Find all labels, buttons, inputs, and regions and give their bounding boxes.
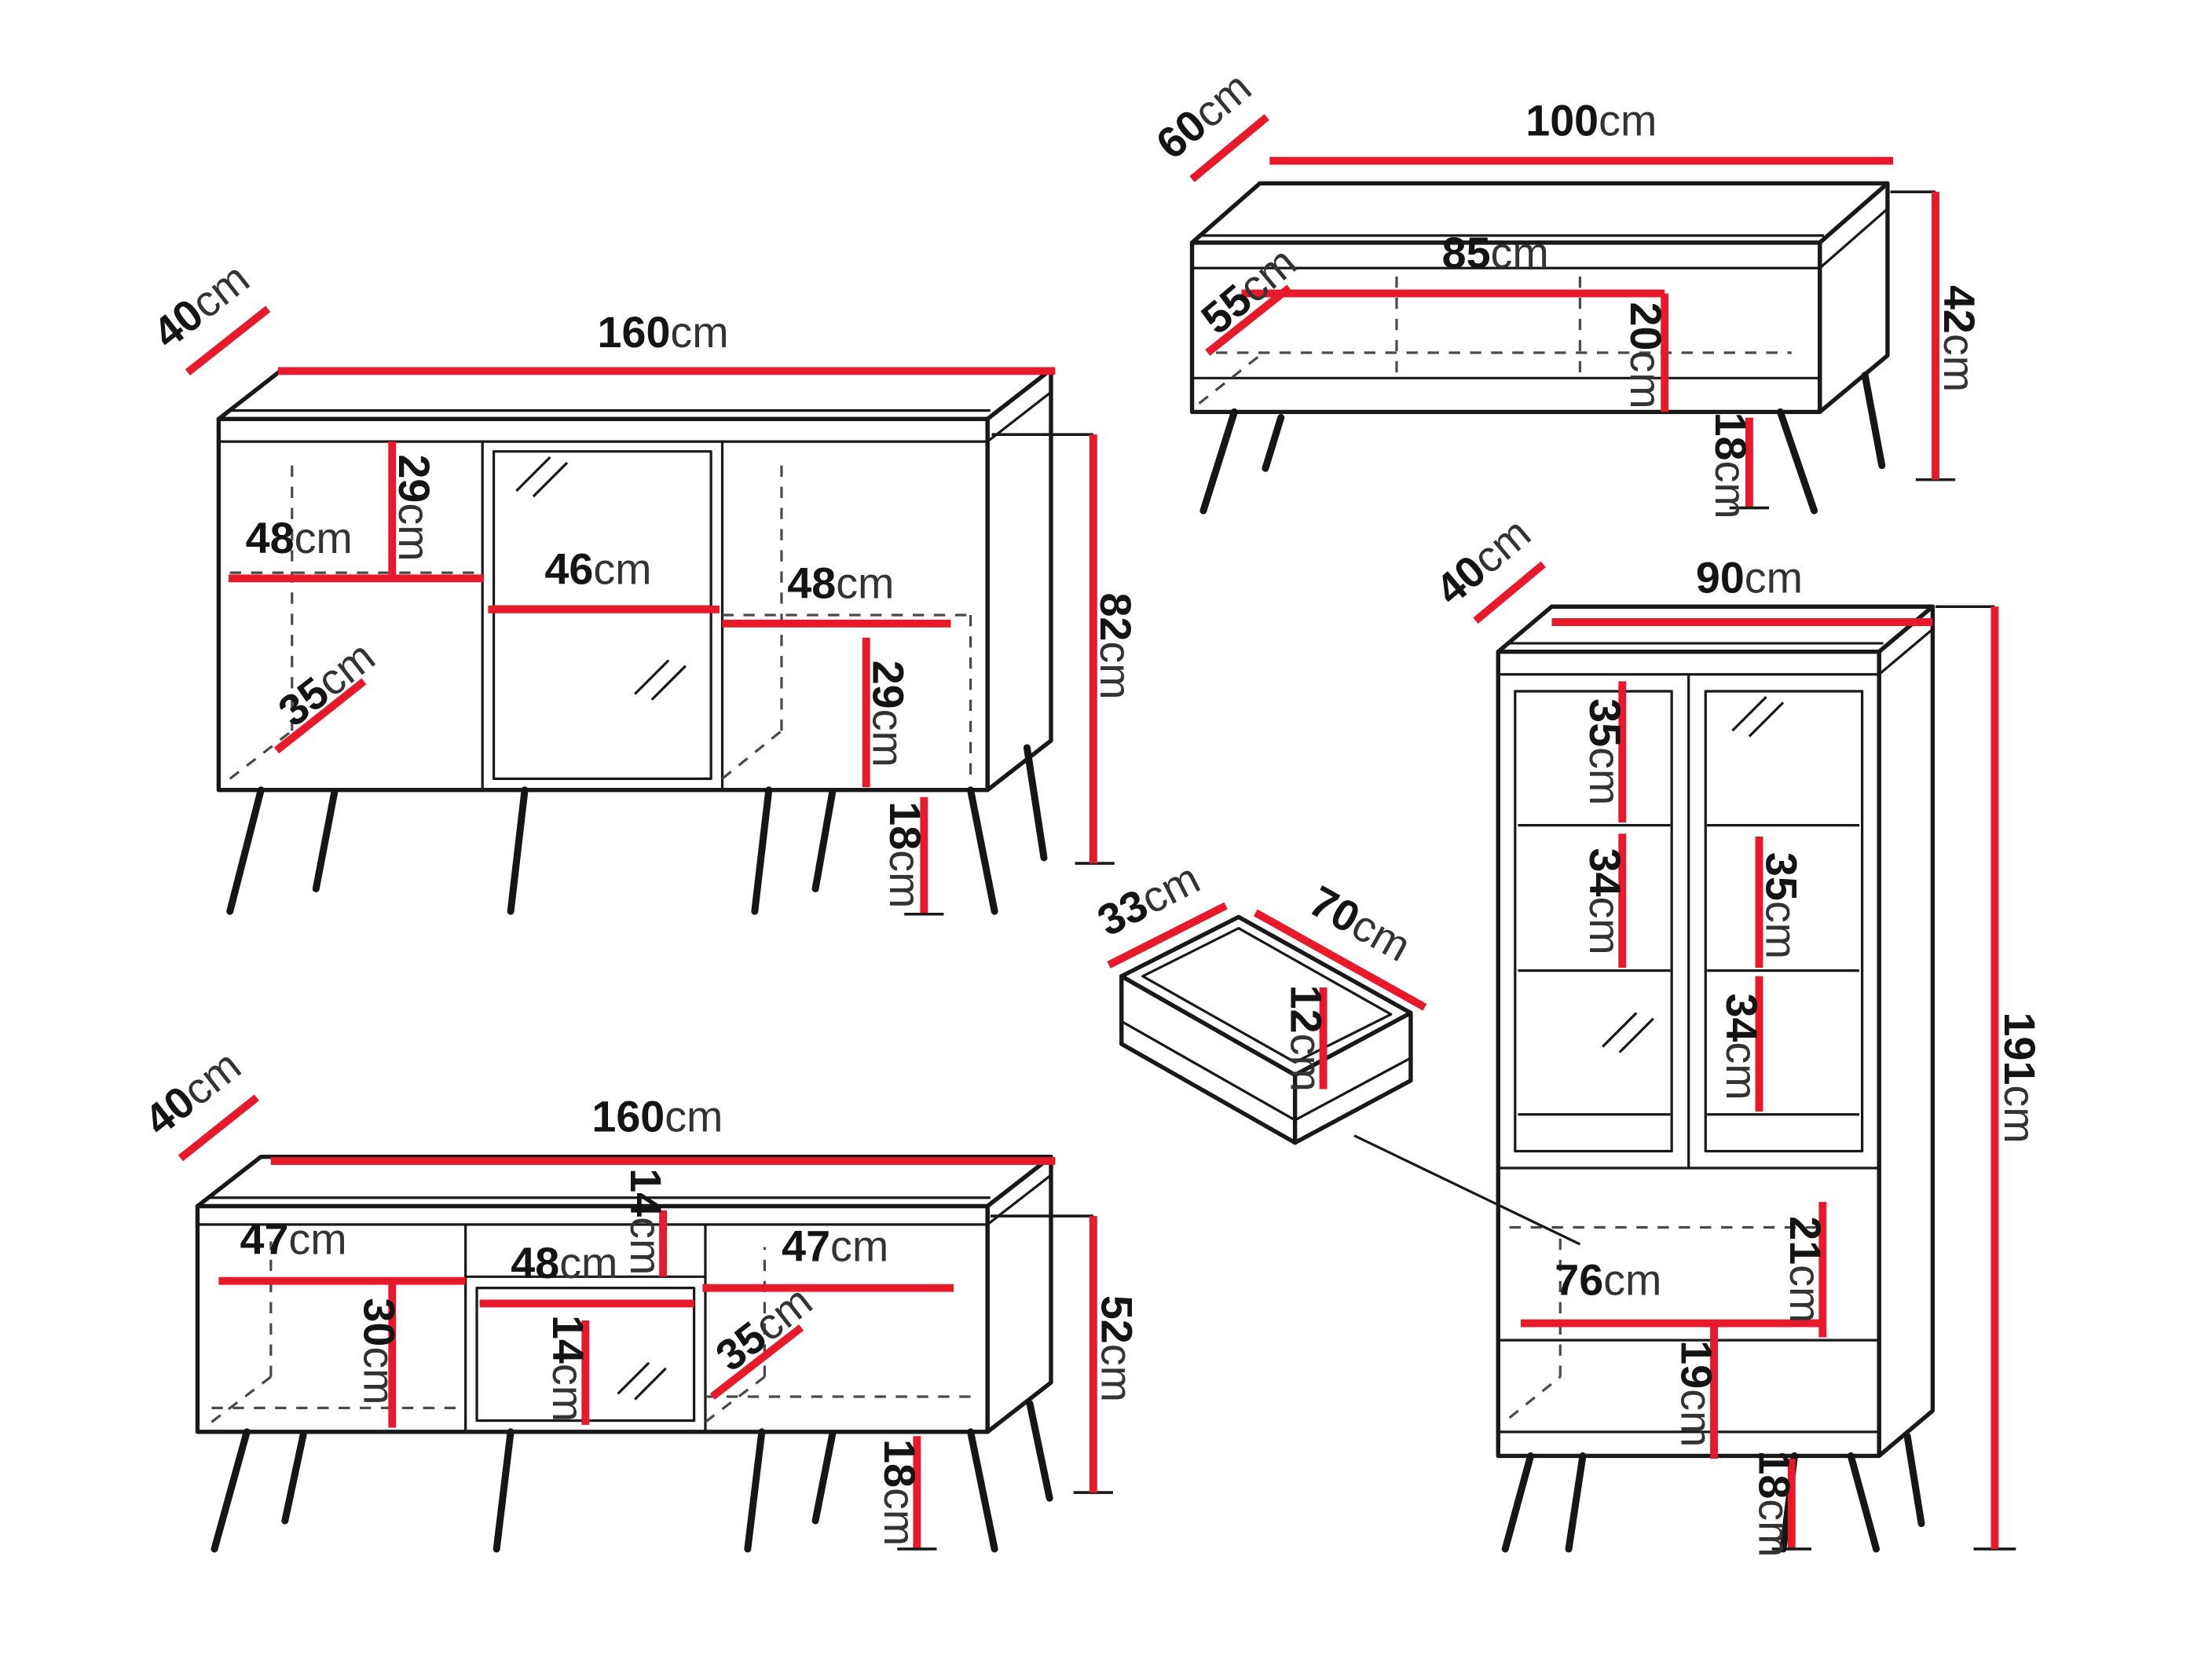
sideboard-left-height-label: 29cm (390, 454, 438, 561)
coffee-table: 100cm 60cm 42cm 85cm 55cm 20cm 18cm (1147, 63, 1983, 519)
drawer-width-label: 70cm (1302, 877, 1419, 971)
sideboard-depth-line (185, 306, 271, 375)
coffee-table-inner-height-label: 20cm (1621, 302, 1670, 409)
coffee-table-depth-line (1189, 114, 1269, 182)
display-cabinet-height-label: 191cm (1995, 1013, 2044, 1144)
tv-stand-leg-height-label: 18cm (875, 1439, 924, 1546)
sideboard-height-label: 82cm (1091, 592, 1140, 699)
tv-stand-left-width-label: 47cm (240, 1215, 346, 1264)
drawer-depth-line (1107, 902, 1228, 969)
tv-stand-width-label: 160cm (591, 1092, 723, 1141)
drawer-leader-line (1353, 1134, 1581, 1246)
tv-stand-inner-depth-line (709, 1324, 804, 1400)
display-cabinet-leg-height-label: 18cm (1750, 1450, 1799, 1557)
tv-stand-legs (211, 1400, 1053, 1553)
coffee-table-inner-depth-line (1205, 284, 1292, 356)
drawer-rail-lines (1120, 1020, 1412, 1122)
sideboard-width-label: 160cm (598, 308, 729, 357)
sideboard-depth-label: 40cm (144, 254, 258, 358)
sideboard: 160cm 40cm 82cm 48cm 29cm 46cm 48cm 29cm… (144, 254, 1140, 916)
drawer-inner-rim (1141, 927, 1393, 1064)
tv-stand-interior-dashed-lines (211, 1241, 971, 1423)
display-cabinet-interior-dashed-lines (1508, 1225, 1827, 1419)
display-cabinet: 90cm 40cm 191cm 35cm 34cm 35cm 34cm 76cm… (1426, 508, 2044, 1557)
sideboard-middle-width-label: 46cm (544, 545, 651, 594)
drawer-height-label: 12cm (1281, 985, 1330, 1092)
coffee-table-leg-height-label: 18cm (1706, 412, 1755, 519)
sideboard-right-width-label: 48cm (787, 558, 894, 607)
sideboard-leg-height-label: 18cm (881, 801, 929, 908)
tv-stand-right-face (985, 1154, 1053, 1434)
tv-stand: 160cm 40cm 52cm 47cm 30cm 14cm 48cm 14cm… (135, 1041, 1141, 1553)
coffee-table-inner-width-label: 85cm (1442, 229, 1549, 277)
display-cabinet-width-label: 90cm (1696, 553, 1803, 602)
tv-stand-panel-lines (197, 1174, 1052, 1432)
display-cabinet-drawer-height-label: 21cm (1781, 1216, 1829, 1323)
tv-stand-height-label: 52cm (1093, 1295, 1141, 1402)
display-cabinet-glass-marks (1602, 696, 1785, 1053)
coffee-table-height-label: 42cm (1935, 285, 1983, 392)
display-cabinet-depth-line (1473, 561, 1546, 624)
coffee-table-legs (1199, 372, 1886, 515)
display-cabinet-base-height-label: 19cm (1672, 1340, 1721, 1447)
tv-stand-shelf-height-label: 14cm (544, 1315, 592, 1422)
tv-stand-depth-line (178, 1094, 259, 1162)
drawer-top-rim (1119, 914, 1413, 1078)
drawer: 33cm 70cm 12cm (1090, 854, 1581, 1246)
tv-stand-middle-width-label: 48cm (511, 1239, 617, 1287)
sideboard-left-width-label: 48cm (246, 514, 353, 562)
display-cabinet-panel-lines (1498, 628, 1934, 1434)
display-cabinet-upper-left-shelf-label: 35cm (1580, 698, 1629, 805)
coffee-table-width-label: 100cm (1525, 96, 1657, 145)
coffee-table-interior-dashed-lines (1198, 276, 1792, 405)
sideboard-right-height-label: 29cm (864, 661, 913, 767)
display-cabinet-lower-right-shelf-label: 34cm (1717, 994, 1766, 1101)
display-cabinet-right-face (1877, 604, 1936, 1459)
display-cabinet-lower-left-shelf-label: 34cm (1580, 848, 1629, 955)
sideboard-glass-marks (515, 456, 687, 701)
display-cabinet-top-face (1496, 604, 1936, 654)
sideboard-interior-dashed-lines (229, 460, 972, 780)
display-cabinet-shelf-lines (1518, 823, 1860, 1116)
tv-stand-depth-label: 40cm (135, 1041, 249, 1145)
coffee-table-depth-label: 60cm (1147, 63, 1260, 169)
display-cabinet-lower-width-label: 76cm (1555, 1256, 1661, 1305)
tv-stand-right-width-label: 47cm (782, 1222, 888, 1271)
display-cabinet-upper-right-shelf-label: 35cm (1756, 852, 1805, 959)
tv-stand-glass-marks (617, 1361, 667, 1401)
tv-stand-left-height-label: 30cm (354, 1298, 403, 1404)
tv-stand-drawer-height-label: 14cm (621, 1168, 670, 1275)
display-cabinet-depth-label: 40cm (1426, 508, 1540, 614)
drawer-depth-label: 33cm (1090, 854, 1207, 946)
sideboard-inner-depth-line (273, 678, 367, 754)
coffee-table-panel-lines (1192, 207, 1889, 379)
drawer-width-line (1253, 909, 1427, 1011)
sideboard-front-face (216, 416, 990, 793)
sideboard-legs (226, 744, 1048, 915)
